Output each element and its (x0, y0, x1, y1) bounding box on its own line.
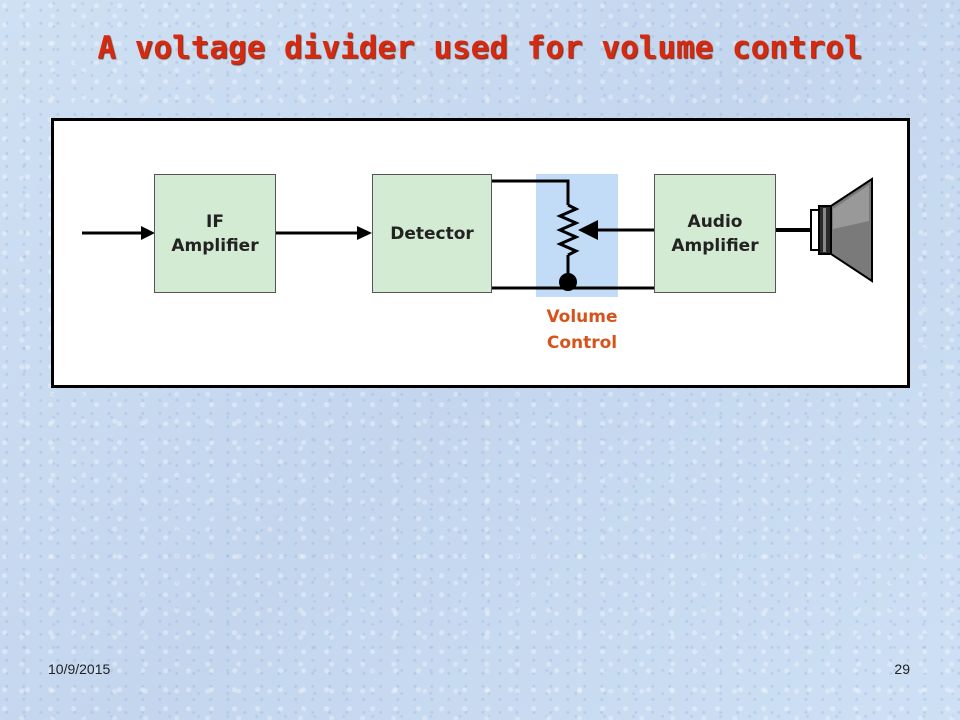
detector-to-pot-wire (490, 179, 570, 205)
diagram-panel: IF Amplifier Detector Audio Amplifier Vo… (51, 118, 910, 388)
wiper-arrow-head (578, 220, 598, 240)
speaker-icon (810, 177, 873, 283)
volume-control-highlight (536, 174, 618, 297)
input-arrow-head (141, 226, 155, 240)
volume-control-label: Volume Control (546, 307, 618, 353)
junction-dot (559, 273, 577, 291)
detector-block: Detector (372, 174, 492, 293)
circuit-wiring (82, 174, 873, 297)
slide-date: 10/9/2015 (48, 661, 111, 677)
if-amplifier-block: IF Amplifier (154, 174, 276, 293)
audio-amplifier-block: Audio Amplifier (654, 174, 776, 293)
if-to-detector-arrow-head (357, 226, 372, 240)
potentiometer-resistor-icon (556, 203, 580, 257)
slide-page-number: 29 (894, 661, 910, 677)
slide-title: A voltage divider used for volume contro… (97, 30, 863, 66)
